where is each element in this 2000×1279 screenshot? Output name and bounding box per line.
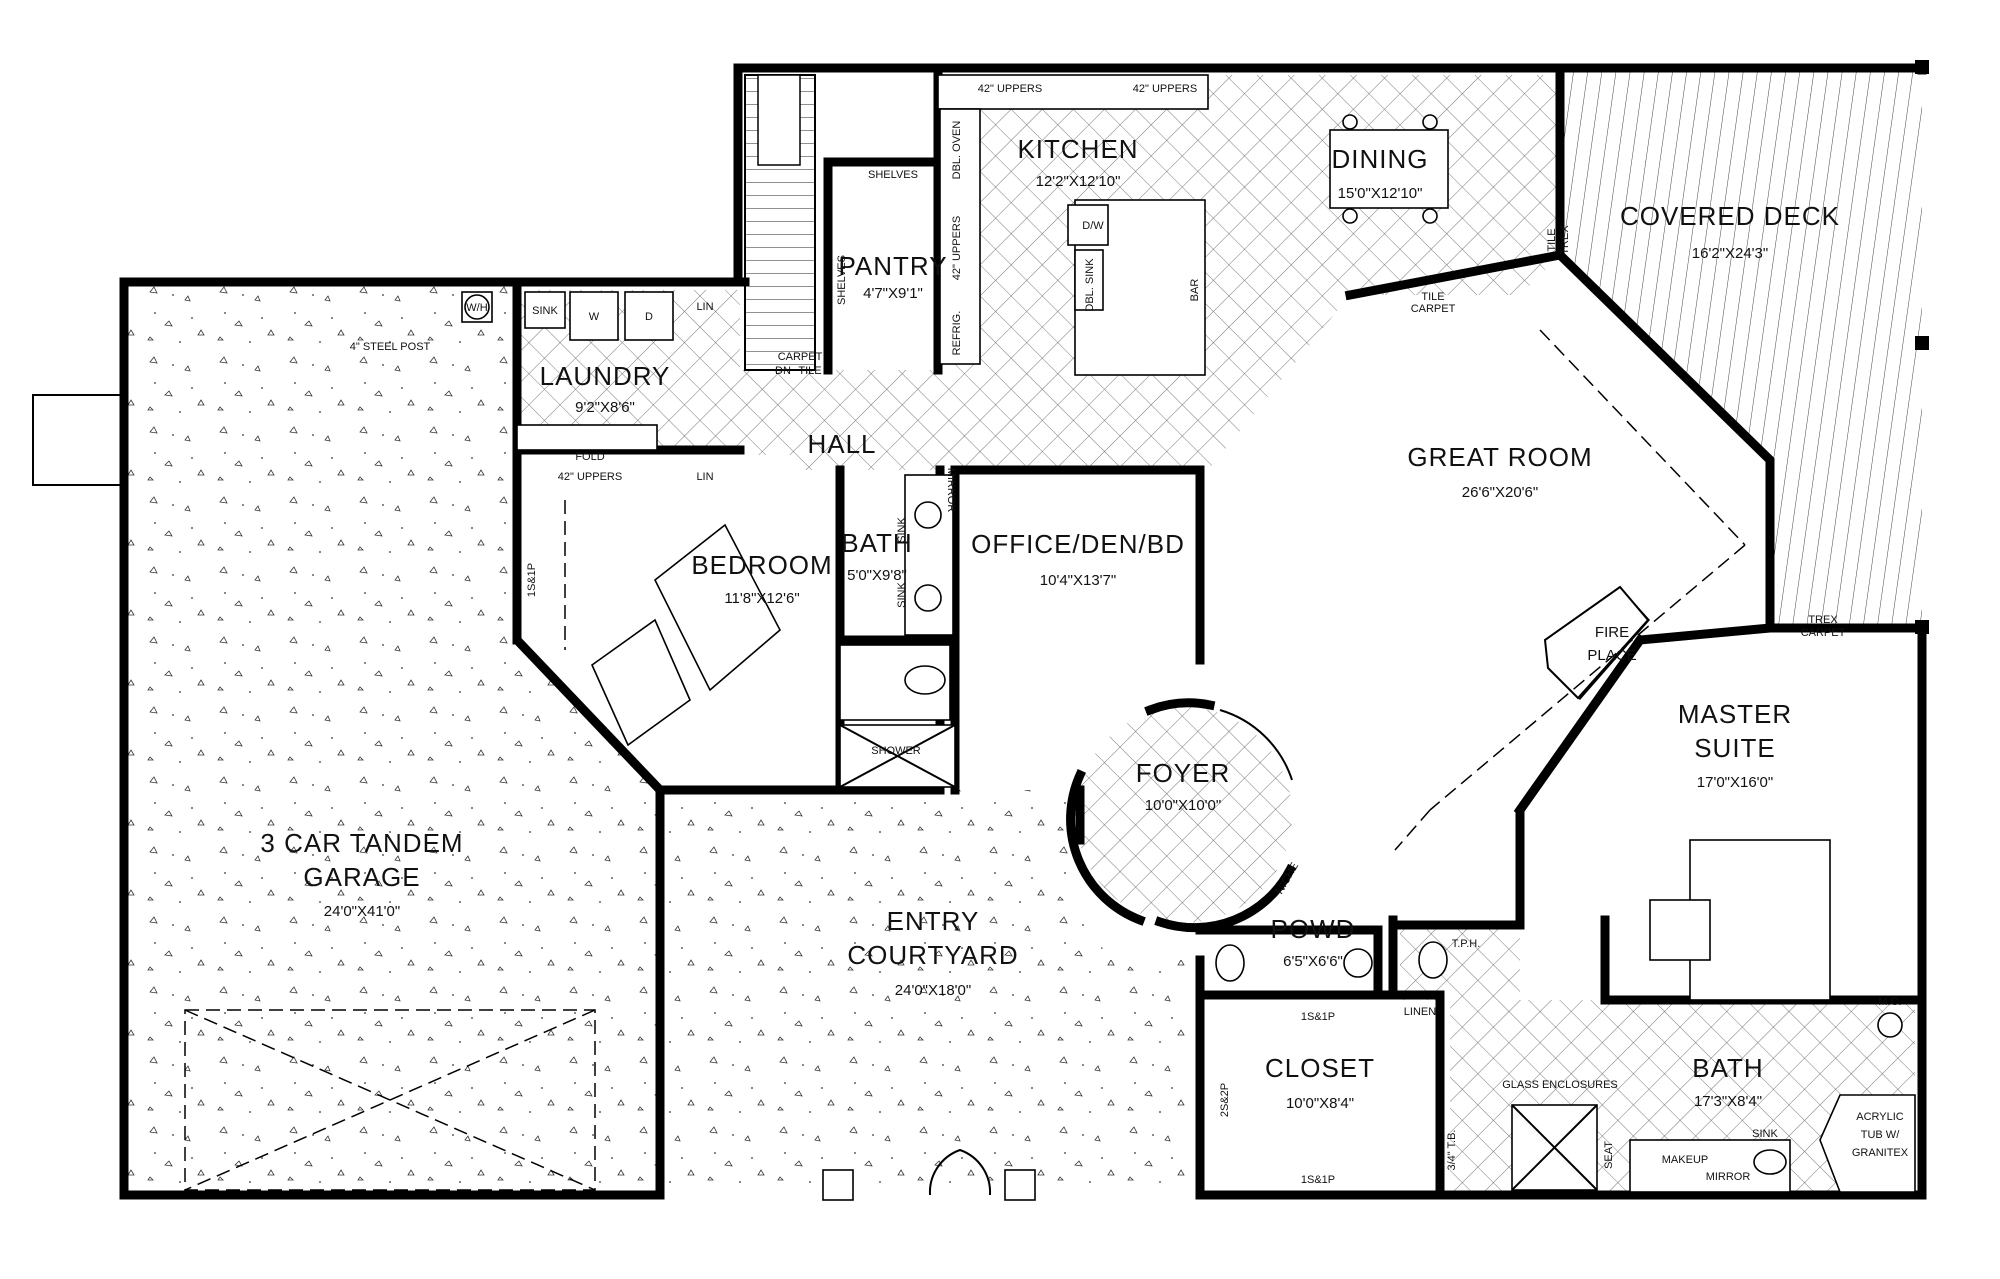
note-tb: 3/4" T.B. [1446,1129,1458,1170]
master-suite-line2: SUITE [1694,733,1776,763]
master-bath-dims: 17'3"X8'4" [1694,1093,1762,1110]
bedroom-dims: 11'8"X12'6" [724,590,799,607]
entry-courtyard-line1: ENTRY [887,906,980,936]
kitchen-name: KITCHEN [1017,134,1138,164]
note-1s1p-b: 1S&1P [1301,1011,1335,1023]
garage-door-outline [184,1009,596,1191]
note-shower: SHOWER [871,745,921,757]
laundry-name: LAUNDRY [540,361,671,391]
note-refrig: REFRIG. [951,311,963,356]
note-dbl-sink: DBL. SINK [1084,258,1096,312]
great-room-dims: 26'6"X20'6" [1462,484,1538,501]
courtyard-floor [660,790,1200,1195]
foyer-dims: 10'0"X10'0" [1145,797,1221,814]
note-washer: W [589,311,600,323]
note-acrylic-3: GRANITEX [1852,1147,1909,1159]
note-shelves-a: SHELVES [868,169,918,181]
note-trex-b: CARPET [1801,627,1846,639]
note-tile-carpet: TILE [1421,291,1444,303]
hall-name: HALL [807,429,876,459]
note-tile-a: TILE [798,365,821,377]
note-2s2p: 2S&2P [1219,1083,1231,1117]
fixtures [461,74,1916,1201]
plan-notes: 42" UPPERS 42" UPPERS 42" UPPERS DBL. OV… [350,83,1909,1186]
note-dn: DN [775,365,791,377]
note-bar: BAR [1189,279,1201,302]
note-lin-a: LIN [696,301,713,313]
note-mc: M.C. [1878,996,1901,1008]
foyer-name: FOYER [1136,758,1231,788]
entry-courtyard-dims: 24'0"X18'0" [895,982,971,999]
hall-bath-tile [1400,925,1520,1000]
note-dbl-oven: DBL. OVEN [951,121,963,180]
dining-dims: 15'0"X12'10" [1338,185,1423,202]
note-shelves-b: SHELVES [836,255,848,305]
note-glass: GLASS ENCLOSURES [1502,1079,1618,1091]
note-tile-trex-b: TREX [1559,225,1571,255]
fireplace [1543,585,1650,700]
closet-name: CLOSET [1265,1053,1375,1083]
note-tile-trex-a: TILE [1546,228,1558,251]
note-carpet-b: CARPET [1411,303,1456,315]
note-uppers-laundry: 42" UPPERS [558,471,622,483]
note-sink-a: SINK [896,517,908,543]
note-mirror-b: MIRROR [1706,1171,1751,1183]
note-dw: D/W [1082,220,1104,232]
kitchen-dims: 12'2"X12'10" [1036,173,1121,190]
dining-name: DINING [1332,144,1429,174]
covered-deck-dims: 16'2"X24'3" [1692,245,1768,262]
note-steel-post: 4" STEEL POST [350,341,431,353]
master-suite-line1: MASTER [1678,699,1792,729]
note-linen: LINEN [1404,1006,1436,1018]
powder-dims: 6'5"X6'6" [1283,953,1343,970]
room-labels: KITCHEN 12'2"X12'10" DINING 15'0"X12'10"… [260,134,1840,1112]
garage-line1: 3 CAR TANDEM [260,828,463,858]
garage-line2: GARAGE [303,862,420,892]
master-suite-dims: 17'0"X16'0" [1697,774,1773,791]
bath-small-dims: 5'0"X9'8" [847,567,907,584]
note-acrylic-2: TUB W/ [1861,1129,1900,1141]
note-seat: SEAT [1603,1141,1615,1169]
note-sink-b: SINK [896,582,908,608]
note-1s1p-c: 1S&1P [1301,1174,1335,1186]
note-wh: W/H [466,302,487,314]
fireplace-line2: PLACE [1587,647,1636,664]
office-name: OFFICE/DEN/BD [971,529,1185,559]
fireplace-line1: FIRE [1595,624,1629,641]
note-lin-b: LIN [696,471,713,483]
covered-deck-name: COVERED DECK [1620,201,1840,231]
note-carpet-tile-a: CARPET [778,351,823,363]
powder-name: POWD [1271,914,1356,944]
office-dims: 10'4"X13'7" [1040,572,1116,589]
note-sink-laundry: SINK [532,305,558,317]
note-trex-a: TREX [1808,614,1838,626]
foyer-wall [1066,769,1146,926]
garage-floor [124,282,660,1195]
garage-dims: 24'0"X41'0" [324,903,400,920]
foyer-floor [1076,707,1292,923]
note-mirror-a: MIRROR [945,468,957,513]
note-1s1p-a: 1S&1P [526,563,538,597]
entry-courtyard-line2: COURTYARD [847,940,1018,970]
note-uppers-c: 42" UPPERS [951,216,963,280]
deck-floor [1560,68,1922,628]
note-uppers-b: 42" UPPERS [1133,83,1197,95]
bedroom-name: BEDROOM [691,550,832,580]
pantry-dims: 4'7"X9'1" [863,285,923,302]
note-dryer: D [645,311,653,323]
note-uppers-a: 42" UPPERS [978,83,1042,95]
bath-small-name: BATH [841,528,912,558]
note-acrylic-1: ACRYLIC [1856,1111,1904,1123]
great-room-name: GREAT ROOM [1407,442,1592,472]
pantry-name: PANTRY [838,251,947,281]
note-tp: T.P.H. [1452,938,1481,950]
note-makeup: MAKEUP [1662,1154,1708,1166]
walls [32,60,1929,1200]
laundry-dims: 9'2"X8'6" [575,399,635,416]
note-sink-c: SINK [1752,1128,1778,1140]
closet-dims: 10'0"X8'4" [1286,1095,1354,1112]
note-fold: FOLD [575,451,604,463]
master-bath-name: BATH [1692,1053,1763,1083]
